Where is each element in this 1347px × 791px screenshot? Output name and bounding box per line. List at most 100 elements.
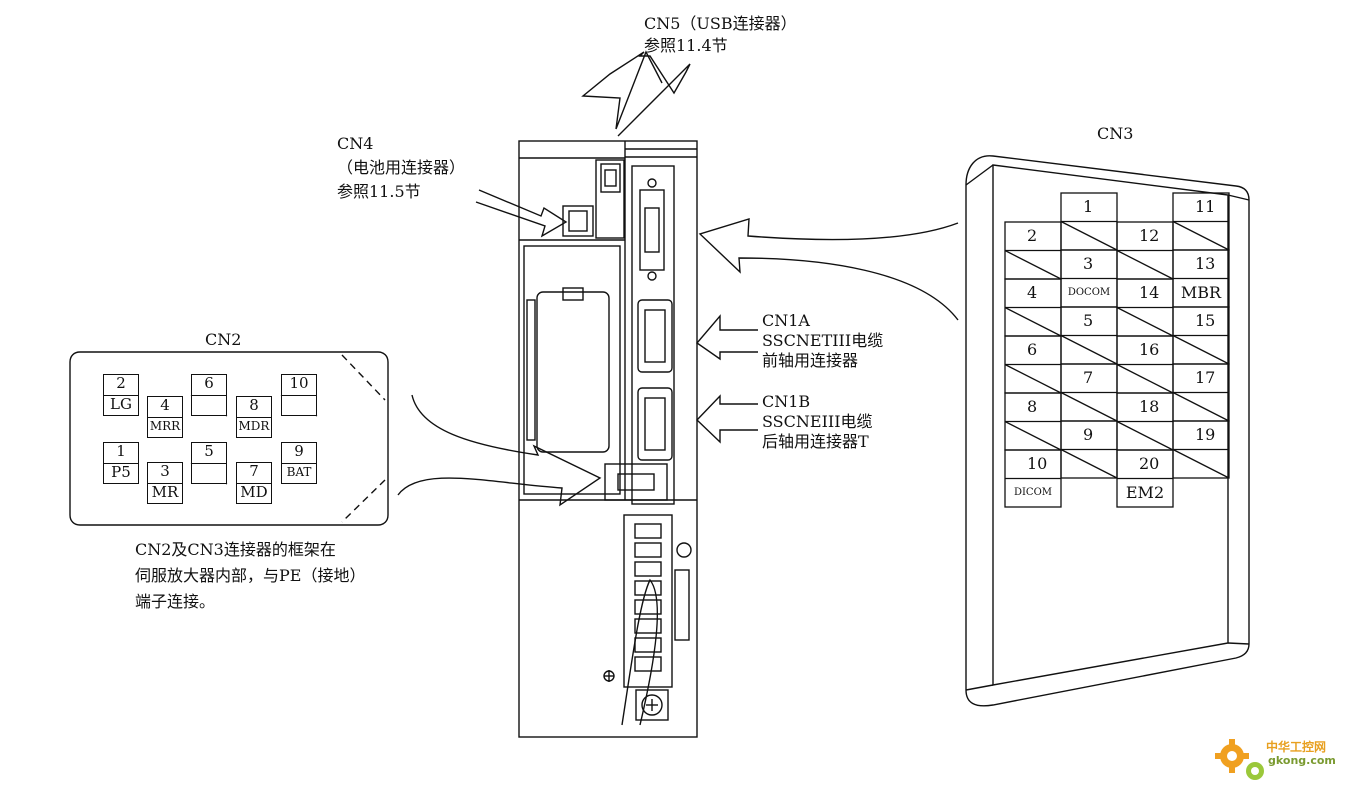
cn2-pin-number: 6: [192, 375, 226, 396]
cn3-pin-number: 5: [1083, 311, 1094, 330]
cn3-body-port: [639, 189, 665, 271]
cn5-arrow: [581, 50, 691, 137]
cn3-unused-slash: [1060, 334, 1118, 365]
cn2-title: CN2: [205, 330, 242, 349]
cn5-usb-port: [600, 163, 621, 193]
amplifier-body: [518, 140, 698, 738]
watermark-text: 中华工控网: [1266, 740, 1327, 754]
cn3-pin-signal: [1173, 222, 1229, 251]
cn3-pin-signal: [1117, 365, 1173, 394]
cn2-pin: 10: [281, 374, 317, 416]
cn3-unused-slash: [1172, 334, 1230, 365]
cn2-frame: [69, 351, 389, 526]
cn3-unused-slash: [1004, 306, 1062, 337]
cn2-pin: 5: [191, 442, 227, 484]
cn4-battery-port: [562, 205, 594, 237]
watermark-url: gkong.com: [1268, 754, 1336, 767]
cn3-pin-number: 19: [1195, 425, 1216, 444]
cn2-pin-signal: LG: [110, 395, 132, 413]
cn3-pin-number: 14: [1139, 283, 1160, 302]
cn3-pin-number: 8: [1027, 397, 1038, 416]
cn3-pin-number: 17: [1195, 368, 1216, 387]
cn3-pin-number: 16: [1139, 340, 1160, 359]
cn5-title: CN5（USB连接器）: [644, 14, 797, 33]
cn2-pin-signal: [192, 396, 226, 416]
cn3-title: CN3: [1097, 124, 1134, 143]
cn2-pin: 6: [191, 374, 227, 416]
cn3-pin-number: 3: [1083, 254, 1094, 273]
cn3-pin-number: 11: [1195, 197, 1216, 216]
cn3-unused-slash: [1116, 363, 1174, 394]
cn3-pin-number: 15: [1195, 311, 1216, 330]
cn3-pin-number: 7: [1083, 368, 1094, 387]
cn2-pin-signal: MD: [240, 483, 268, 501]
cn1a-description: 前轴用连接器: [762, 351, 859, 370]
cn3-pin-signal: [1117, 308, 1173, 337]
cn3-pin-signal: MBR: [1180, 282, 1222, 302]
note-line-3: 端子连接。: [135, 592, 216, 611]
cn3-pin-signal: [1117, 422, 1173, 451]
cn3-pin-signal: [1173, 393, 1229, 422]
cn2-pin-number: 1: [104, 443, 138, 464]
cn2-pin-number: 8: [237, 397, 271, 418]
cn1a-arrow: [695, 314, 758, 361]
cn4-reference: 参照11.5节: [337, 182, 421, 201]
cn3-pin-signal: [1117, 251, 1173, 280]
cn3-unused-slash: [1060, 391, 1118, 422]
cn2-body-port: [604, 463, 668, 501]
cn4-title: CN4: [337, 134, 374, 153]
gear-icon: [1215, 739, 1249, 773]
cn2-pin-signal: MR: [151, 483, 179, 501]
cn3-arrow: [698, 218, 959, 321]
cn3-pin-number: 10: [1027, 454, 1048, 473]
cn3-pin-signal: [1173, 336, 1229, 365]
cn3-unused-slash: [1172, 391, 1230, 422]
cn3-pin-signal: DICOM: [1013, 486, 1053, 498]
cn4-description: （电池用连接器）: [337, 158, 466, 177]
cn3-pin-number: 18: [1139, 397, 1160, 416]
cn3-pin-signal: [1061, 393, 1117, 422]
cn2-pin-number: 4: [148, 397, 182, 418]
cn3-frame: [965, 155, 1250, 707]
front-panel: [631, 165, 675, 505]
cn3-pin-signal: EM2: [1125, 482, 1165, 502]
cn3-unused-slash: [1060, 220, 1118, 251]
cn2-pin-number: 3: [148, 463, 182, 484]
cn3-pin-number: 4: [1027, 283, 1038, 302]
cn2-pin-number: 2: [104, 375, 138, 396]
cn1b-cable: SSCNEIII电缆: [762, 412, 873, 431]
cn3-unused-slash: [1172, 448, 1230, 479]
cn3-pin-number: 9: [1083, 425, 1094, 444]
cn3-pin-signal: [1005, 308, 1061, 337]
small-gear-icon: [1246, 762, 1264, 780]
cn3-unused-slash: [1116, 249, 1174, 280]
cn3-pin-signal: [1005, 365, 1061, 394]
cn3-pin-signal: [1061, 336, 1117, 365]
cn3-pin-signal: DOCOM: [1067, 286, 1111, 298]
cn2-pin-number: 9: [282, 443, 316, 464]
cn3-unused-slash: [1004, 420, 1062, 451]
cn1b-arrow: [696, 394, 758, 444]
cn1a-cable: SSCNETIII电缆: [762, 331, 884, 350]
cn1a-title: CN1A: [762, 311, 810, 330]
cn2-pin-number: 7: [237, 463, 271, 484]
cn3-unused-slash: [1004, 249, 1062, 280]
cn3-unused-slash: [1116, 306, 1174, 337]
cn2-pin-number: 5: [192, 443, 226, 464]
cn3-pin-number: 12: [1139, 226, 1160, 245]
cn3-unused-slash: [1172, 220, 1230, 251]
cn1a-port: [637, 299, 673, 373]
cn2-pin-signal: MRR: [149, 419, 181, 433]
cn3-pin-signal: [1173, 450, 1229, 479]
note-line-1: CN2及CN3连接器的框架在: [135, 540, 336, 559]
cn3-pin-signal: [1005, 251, 1061, 280]
cn3-pin-number: 13: [1195, 254, 1216, 273]
cn2-arrow: [397, 394, 602, 507]
